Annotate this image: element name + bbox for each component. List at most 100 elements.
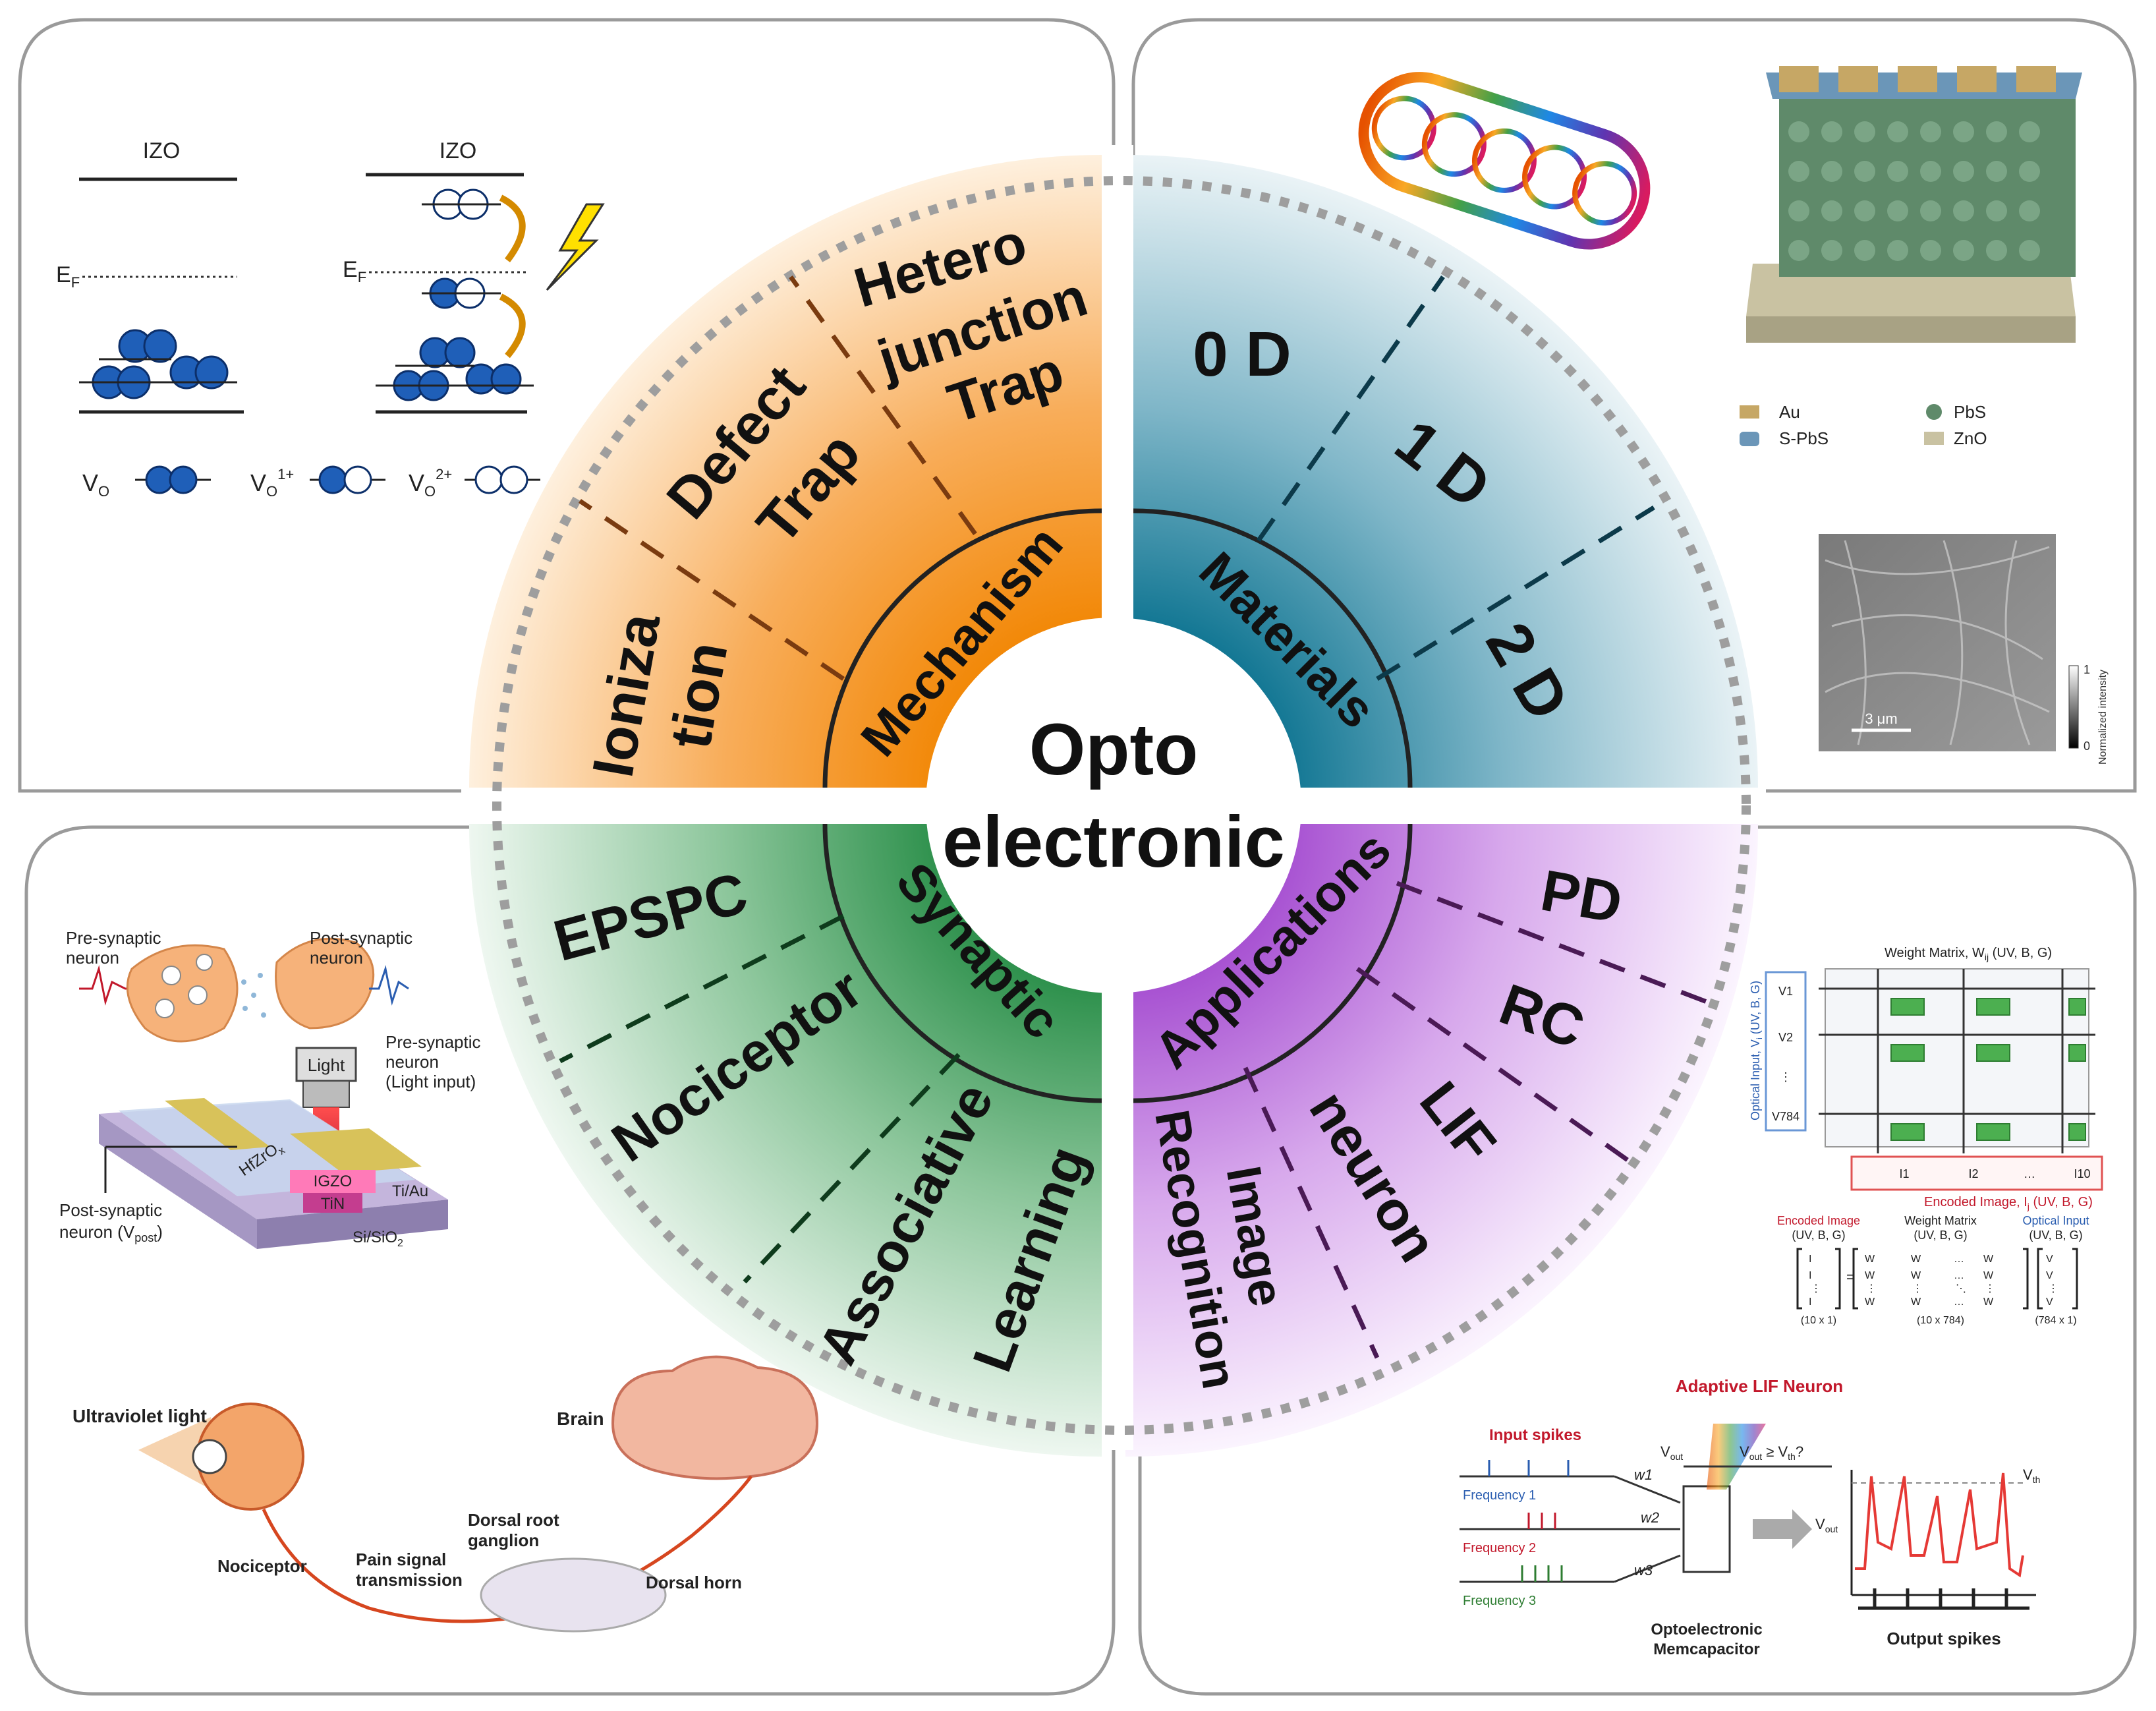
app-pd: PD	[1537, 857, 1628, 936]
svg-text:W: W	[1911, 1296, 1921, 1308]
eq-col3-title: Optical Input	[2022, 1214, 2089, 1227]
svg-text:W: W	[1911, 1254, 1921, 1265]
panel-frame-bottom-left	[24, 825, 1116, 1696]
i-label-3: …	[2024, 1167, 2035, 1180]
brain-label: Brain	[557, 1408, 604, 1429]
freq-1: Frequency 1	[1463, 1488, 1536, 1503]
svg-text:W: W	[1983, 1270, 1994, 1281]
svg-text:V: V	[2046, 1254, 2053, 1265]
intensity-bar	[2068, 665, 2079, 749]
panel-top-right-materials: Au PbS S-PbS ZnO 3 μm 1 0 Normalized int…	[1358, 66, 2109, 765]
svg-text:W: W	[1911, 1270, 1921, 1281]
svg-text:…: …	[1954, 1254, 1964, 1265]
carbon-nanotube-image	[1358, 72, 1651, 250]
vo1-sup: 1+	[277, 466, 294, 482]
quadrant-mechanism	[469, 155, 1102, 788]
pre-light-2: neuron	[385, 1052, 439, 1072]
eq-col1-sub: (UV, B, G)	[1792, 1229, 1845, 1242]
panel-frame-bottom-right	[1138, 825, 2137, 1696]
svg-text:…: …	[1954, 1270, 1964, 1281]
svg-text:⋮: ⋮	[1811, 1283, 1821, 1294]
svg-text:W: W	[1865, 1296, 1875, 1308]
center-title-line2: electronic	[942, 801, 1285, 883]
v-label-3: ⋮	[1780, 1070, 1792, 1084]
layer-tin: TiN	[321, 1195, 345, 1213]
memcapacitor	[1682, 1485, 1731, 1573]
input-spikes-label: Input spikes	[1489, 1426, 1581, 1444]
svg-text:I: I	[1809, 1270, 1811, 1281]
svg-text:EF: EF	[56, 262, 80, 291]
encoded-image-label: Encoded Image, Ij (UV, B, G)	[1924, 1195, 2093, 1211]
eq-col3-sub: (UV, B, G)	[2029, 1229, 2082, 1242]
svg-text:W: W	[1865, 1254, 1875, 1265]
arrow-right-icon	[1753, 1509, 1812, 1549]
w2: w2	[1641, 1509, 1659, 1526]
nociceptor-label: Nociceptor	[217, 1556, 307, 1576]
panel-frame-top-left	[18, 18, 1116, 793]
ef-right-sub: F	[358, 269, 366, 285]
legend-pbs: PbS	[1954, 402, 1986, 422]
center-disc	[926, 618, 1301, 993]
vo1-label: V	[250, 469, 266, 496]
svg-text:V: V	[2046, 1296, 2053, 1308]
svg-text:⋱: ⋱	[1956, 1283, 1966, 1294]
w1: w1	[1634, 1466, 1653, 1483]
materials-dividers	[1257, 275, 1655, 681]
eq-col1-title: Encoded Image	[1777, 1214, 1860, 1227]
quantum-dot-device-image	[1746, 66, 2082, 343]
eq-col2-title: Weight Matrix	[1904, 1214, 1977, 1227]
i-label-1: I1	[1899, 1167, 1909, 1180]
mechanism-dividers	[579, 275, 977, 681]
freq-2: Frequency 2	[1463, 1541, 1536, 1555]
svg-text:VO2+: VO2+	[409, 466, 452, 500]
dorsal-horn-label: Dorsal horn	[646, 1573, 742, 1592]
vacancy-cluster-left	[92, 329, 229, 399]
izo-label-left: IZO	[143, 138, 181, 163]
vo2-sub: O	[424, 483, 436, 500]
pain-label-1: Pain signal	[356, 1550, 446, 1569]
quadrant-materials	[1125, 155, 1758, 788]
post-synaptic-label-1: Post-synaptic	[310, 928, 412, 948]
ef-right: E	[343, 257, 358, 282]
layer-substrate: Si/SiO2	[353, 1229, 403, 1249]
svg-text:I: I	[1809, 1254, 1811, 1265]
mat-0d: 0 D	[1193, 319, 1291, 390]
ef-left: E	[56, 262, 71, 287]
izo-label-right: IZO	[440, 138, 477, 163]
pre-synaptic-label-1: Pre-synaptic	[66, 928, 161, 948]
vo-label-sub: O	[98, 483, 109, 500]
layer-igzo: IGZO	[314, 1173, 353, 1190]
memcap-label-1: Optoelectronic	[1651, 1621, 1762, 1638]
eq-col2-sub: (UV, B, G)	[1914, 1229, 1967, 1242]
lightning-icon	[546, 203, 605, 291]
panel-top-left-band-diagram: IZO IZO EF EF	[56, 138, 605, 500]
quadrant-synaptic	[469, 824, 1102, 1457]
inner-ring	[822, 508, 1413, 1103]
svg-text:W: W	[1983, 1296, 1994, 1308]
svg-text:I: I	[1809, 1296, 1811, 1308]
vth-label: Vth	[2023, 1466, 2040, 1485]
vout-compare: Vout ≥ Vth?	[1740, 1443, 1803, 1462]
output-spikes-label: Output spikes	[1886, 1629, 2000, 1648]
memcap-label-2: Memcapacitor	[1653, 1640, 1759, 1658]
optical-input-label: Optical Input, Vi (UV, B, G)	[1749, 981, 1764, 1120]
vo2-label: V	[409, 469, 424, 496]
svg-text:⋮: ⋮	[2048, 1283, 2058, 1294]
panel-bottom-left-synapse: Pre-synaptic neuron Post-synaptic neuron…	[59, 928, 819, 1633]
post-synaptic-label-2: neuron	[310, 948, 363, 968]
spinal-cord	[480, 1557, 667, 1633]
post-v-label-1: Post-synaptic	[59, 1200, 162, 1220]
sem-scale-label: 3 μm	[1865, 710, 1897, 727]
svg-text:⋮: ⋮	[1866, 1283, 1877, 1294]
intensity-max: 1	[2084, 663, 2090, 676]
dim-3: (784 x 1)	[2035, 1315, 2076, 1326]
svg-text:…: …	[1954, 1296, 1964, 1308]
ef-left-sub: F	[71, 274, 80, 291]
pre-light-1: Pre-synaptic	[385, 1032, 481, 1052]
v-label-1: V1	[1778, 985, 1793, 998]
dim-2: (10 x 784)	[1917, 1315, 1964, 1326]
i-label-4: I10	[2074, 1167, 2090, 1180]
svg-text:⋮: ⋮	[1912, 1283, 1923, 1294]
svg-text:V: V	[2046, 1270, 2053, 1281]
legend-spbs: S-PbS	[1779, 428, 1829, 448]
